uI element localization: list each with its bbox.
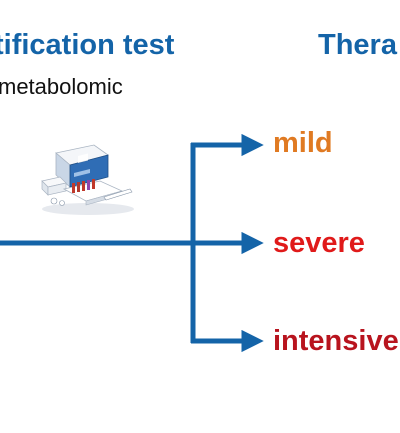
outcome-severe: severe — [273, 227, 365, 259]
test-title: tification test — [0, 29, 175, 61]
test-kit-icon — [41, 144, 134, 215]
test-subtitle: metabolomic — [0, 74, 123, 99]
therapy-title: Thera — [318, 29, 397, 61]
outcome-intensive: intensive — [273, 325, 399, 357]
outcome-mild: mild — [273, 127, 333, 159]
